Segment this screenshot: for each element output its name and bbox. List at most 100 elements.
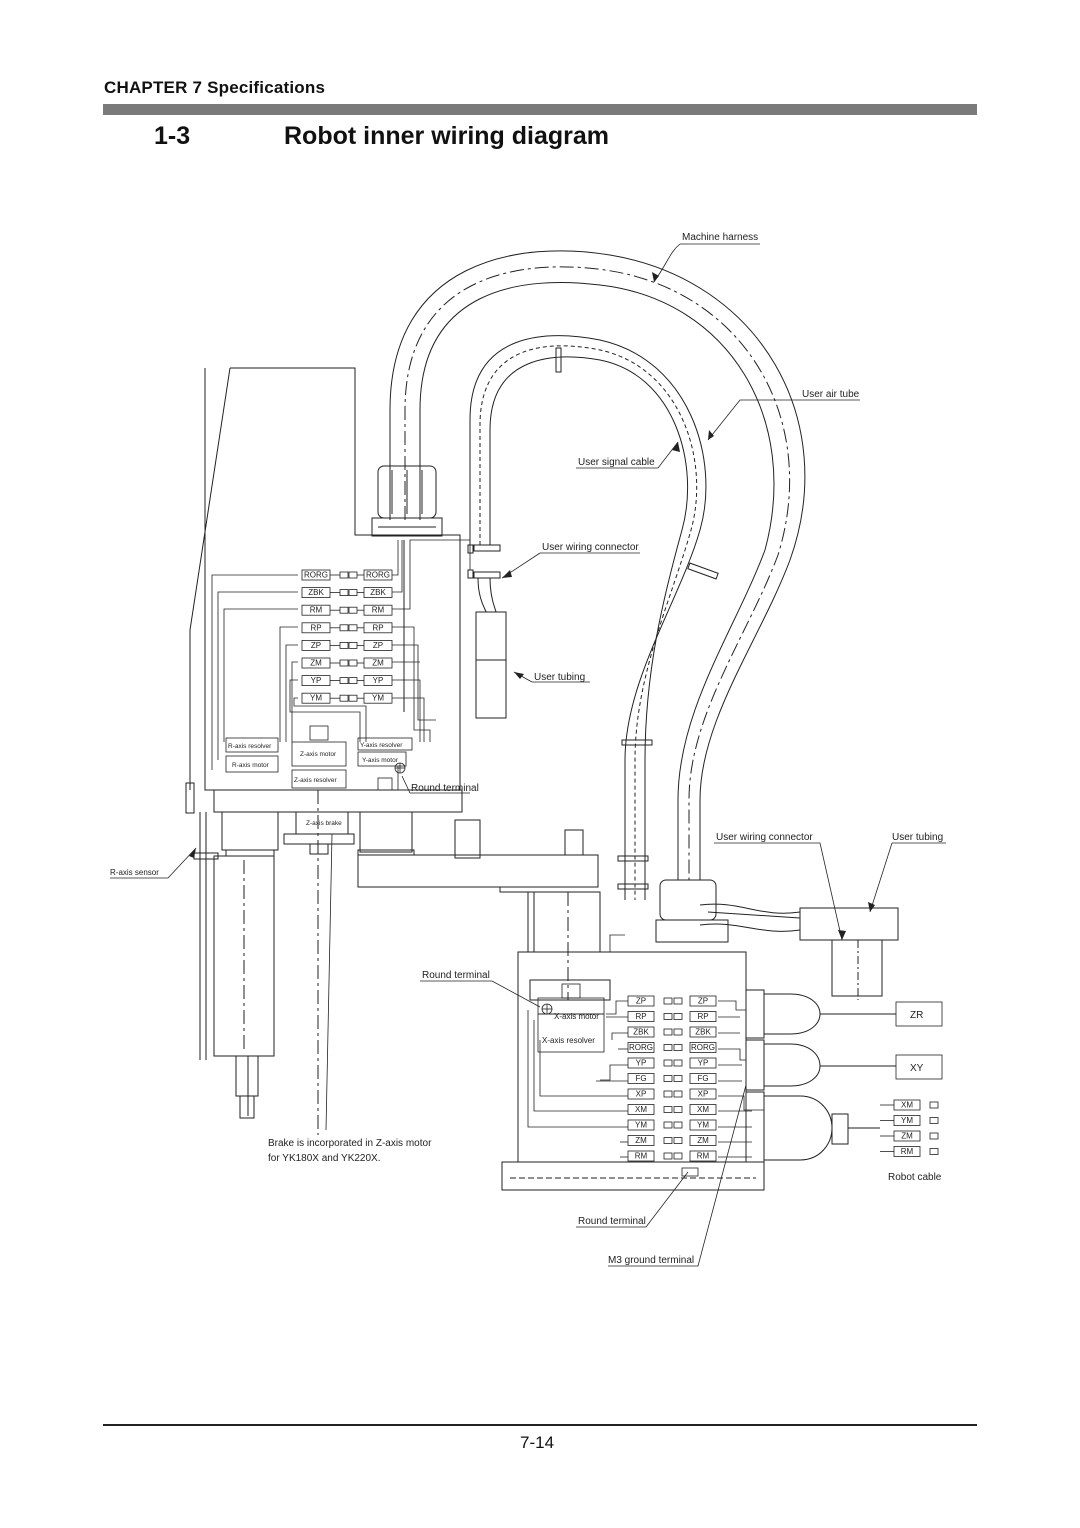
- base-pin-rm-plug-label: RM: [635, 1152, 648, 1161]
- base-pin-contact: [663, 1059, 673, 1067]
- cable-pin-zm-label: ZM: [901, 1132, 913, 1141]
- chapter-rule-bar: [103, 104, 977, 115]
- base-pin-rp-plug-label: RP: [635, 1012, 646, 1021]
- base-pin-xp-socket-label: XP: [698, 1090, 709, 1099]
- base-pin-zp-plug-label: ZP: [636, 997, 646, 1006]
- base-pin-yp-plug-label: YP: [636, 1059, 647, 1068]
- base-cable-gland: [655, 879, 899, 1000]
- arm-pin-zp-socket-label: ZP: [373, 641, 383, 650]
- label-x-axis-resolver: X-axis resolver: [542, 1036, 595, 1045]
- base-pin-yp-plug-box: [627, 1057, 655, 1069]
- arm-pin-contact: [339, 642, 349, 649]
- leader-round-terminal-base: [420, 980, 541, 1008]
- m3-ground-terminal-symbol: [681, 1167, 699, 1177]
- page-number: 7-14: [520, 1433, 555, 1452]
- label-user-tubing-top: User tubing: [534, 672, 585, 683]
- arm-pin-zp-socket-box: [363, 640, 393, 651]
- label-z-axis-brake: Z-axis brake: [306, 820, 342, 827]
- base-pin-zp-socket-label: ZP: [698, 997, 708, 1006]
- label-machine-harness: Machine harness: [682, 232, 758, 243]
- leader-round-terminal-bottom: [576, 1171, 689, 1228]
- base-pin-contact: [673, 1090, 683, 1098]
- base-pin-contact: [663, 1044, 673, 1051]
- arm-pin-contact: [339, 589, 349, 596]
- label-user-wiring-connector-top: User wiring connector: [542, 542, 639, 553]
- arm-pin-contact: [339, 677, 349, 684]
- arm-pin-ym-socket-label: YM: [372, 694, 384, 703]
- base-pin-contact: [673, 997, 683, 1005]
- leader-z-axis-brake: [325, 833, 333, 1131]
- arm-wiring-harness: [211, 539, 471, 790]
- base-pin-rorg-plug-label: RORG: [629, 1043, 653, 1052]
- cable-pin-ym-label: YM: [901, 1116, 913, 1125]
- arm-pin-contact: [339, 606, 349, 614]
- label-r-axis-sensor: R-axis sensor: [110, 868, 159, 877]
- arm-pin-rp-plug-label: RP: [310, 623, 321, 632]
- base-pin-xm-plug-label: XM: [635, 1105, 647, 1114]
- z-axis-resolver-box: [291, 769, 347, 789]
- arm-pin-zm-socket-label: ZM: [372, 659, 384, 668]
- r-axis-resolver-box: [225, 737, 279, 753]
- label-round-terminal-arm: Round terminal: [411, 783, 479, 794]
- base-pin-zbk-plug-label: ZBK: [633, 1028, 649, 1037]
- base-pin-contact: [673, 1013, 683, 1020]
- label-user-tubing-base: User tubing: [892, 832, 943, 843]
- arm-pin-yp-socket-label: YP: [373, 676, 384, 685]
- arm-pin-rorg-plug-label: RORG: [304, 571, 328, 580]
- cable-pin-rm-label: RM: [901, 1147, 914, 1156]
- r-axis-motor-box: [225, 755, 279, 773]
- base-pin-ym-plug-label: YM: [635, 1121, 647, 1130]
- arm-pin-rorg-socket-label: RORG: [366, 571, 390, 580]
- label-zr: ZR: [910, 1010, 923, 1021]
- arm-pin-zm-plug-label: ZM: [310, 659, 322, 668]
- base-pin-rp-socket-label: RP: [697, 1012, 708, 1021]
- arm-pin-contact: [348, 642, 358, 649]
- arm-pin-contact: [339, 571, 349, 579]
- base-pin-zm-socket-label: ZM: [697, 1136, 709, 1145]
- label-x-axis-motor: X-axis motor: [554, 1012, 599, 1021]
- base-pin-contact: [663, 1152, 673, 1160]
- leader-user-wiring-connector-base: [714, 842, 843, 941]
- base-pin-ym-plug-box: [627, 1119, 655, 1131]
- arm-pin-contact: [339, 624, 349, 632]
- leader-r-axis-sensor: [110, 847, 197, 879]
- r-axis-column: [185, 782, 279, 1119]
- arm-pin-yp-plug-label: YP: [311, 676, 322, 685]
- robot-arm-body: [189, 367, 599, 893]
- base-pin-zm-socket-box: [689, 1135, 717, 1146]
- label-r-axis-motor: R-axis motor: [232, 762, 270, 769]
- machine-harness-tube: [389, 250, 806, 900]
- label-z-axis-resolver: Z-axis resolver: [294, 777, 337, 784]
- footer-rule: [103, 1424, 977, 1426]
- base-pin-rorg-socket-box: [689, 1042, 717, 1053]
- arm-pin-contact: [348, 571, 358, 579]
- label-xy: XY: [910, 1063, 924, 1074]
- leader-machine-harness: [653, 243, 760, 283]
- arm-pin-rp-socket-label: RP: [372, 623, 383, 632]
- base-pin-contact: [673, 1106, 683, 1113]
- base-pin-zbk-socket-label: ZBK: [695, 1028, 711, 1037]
- base-pin-fg-plug-box: [627, 1073, 655, 1084]
- label-round-terminal-bottom: Round terminal: [578, 1216, 646, 1227]
- base-pin-contact: [663, 1106, 673, 1113]
- base-pin-zbk-plug-box: [627, 1026, 655, 1038]
- z-axis-motor-box: [291, 741, 347, 767]
- x-axis-resolver-box: [537, 1013, 605, 1053]
- base-pin-contact: [673, 1044, 683, 1051]
- base-pin-fg-socket-label: FG: [697, 1074, 708, 1083]
- arm-pin-rp-socket-box: [363, 622, 393, 634]
- base-pin-rm-socket-label: RM: [697, 1152, 710, 1161]
- arm-pin-contact: [348, 659, 358, 667]
- arm-pin-contact: [339, 694, 349, 702]
- leader-user-signal-cable: [576, 441, 679, 469]
- arm-pin-ym-plug-label: YM: [310, 694, 322, 703]
- base-pin-contact: [673, 1121, 683, 1129]
- base-pin-contact: [663, 1013, 673, 1020]
- arm-pin-contact: [348, 694, 358, 702]
- base-pin-zp-socket-box: [689, 995, 717, 1007]
- base-pin-contact: [663, 1090, 673, 1098]
- tube-clamp: [621, 739, 653, 746]
